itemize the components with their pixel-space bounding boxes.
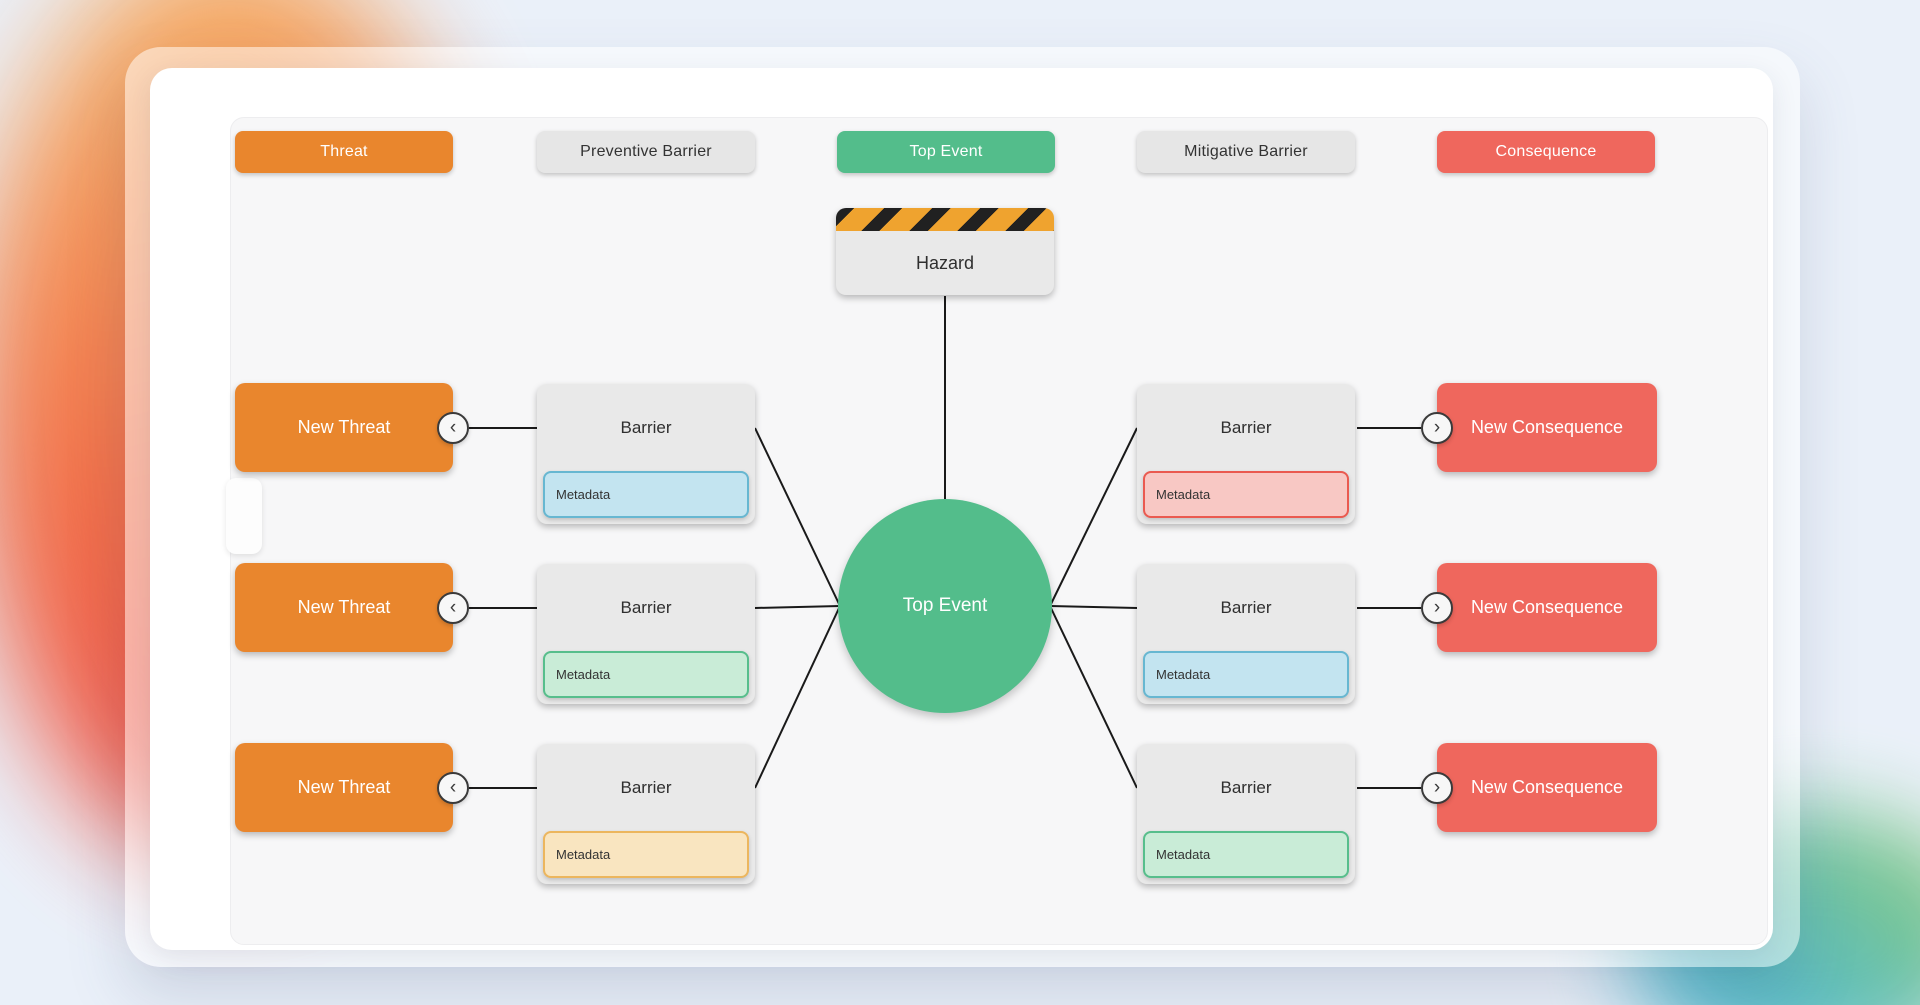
threat-node[interactable]: New Threat — [235, 383, 453, 472]
metadata-tag[interactable]: Metadata — [1143, 831, 1349, 878]
metadata-tag[interactable]: Metadata — [543, 651, 749, 698]
consequence-link-badge[interactable]: › — [1421, 412, 1453, 444]
consequence-link-badge[interactable]: › — [1421, 772, 1453, 804]
threat-label: New Threat — [297, 417, 391, 437]
metadata-label: Metadata — [556, 847, 611, 862]
metadata-tag[interactable]: Metadata — [1143, 651, 1349, 698]
hazard-stripes-icon — [836, 208, 1054, 231]
consequence-label: New Consequence — [1470, 417, 1624, 437]
chevron-right-icon: › — [1433, 596, 1441, 618]
metadata-label: Metadata — [1156, 667, 1211, 682]
metadata-label: Metadata — [556, 487, 611, 502]
chevron-right-icon: › — [1433, 776, 1441, 798]
metadata-label: Metadata — [556, 667, 611, 682]
consequence-link-badge[interactable]: › — [1421, 592, 1453, 624]
mitigative-barrier-node[interactable]: Barrier Metadata — [1137, 564, 1355, 704]
metadata-tag[interactable]: Metadata — [543, 471, 749, 518]
threat-label: New Threat — [297, 597, 391, 617]
palette-preventive-barrier-label: Preventive Barrier — [580, 143, 712, 160]
palette-mitigative-barrier-button[interactable]: Mitigative Barrier — [1137, 131, 1355, 173]
preventive-barrier-node[interactable]: Barrier Metadata — [537, 744, 755, 884]
chevron-right-icon: › — [1433, 416, 1441, 438]
collapsed-panel-tab[interactable] — [226, 478, 262, 554]
mitigative-barrier-node[interactable]: Barrier Metadata — [1137, 744, 1355, 884]
chevron-left-icon: ‹ — [449, 416, 457, 438]
barrier-label: Barrier — [1220, 598, 1272, 617]
metadata-label: Metadata — [1156, 487, 1211, 502]
barrier-label: Barrier — [620, 598, 672, 617]
barrier-label: Barrier — [620, 418, 672, 437]
palette-top-event-label: Top Event — [909, 143, 983, 160]
threat-node[interactable]: New Threat — [235, 743, 453, 832]
metadata-tag[interactable]: Metadata — [543, 831, 749, 878]
palette-threat-label: Threat — [320, 143, 368, 160]
barrier-label: Barrier — [620, 778, 672, 797]
consequence-label: New Consequence — [1470, 597, 1624, 617]
palette-consequence-button[interactable]: Consequence — [1437, 131, 1655, 173]
barrier-label: Barrier — [1220, 778, 1272, 797]
threat-node[interactable]: New Threat — [235, 563, 453, 652]
threat-link-badge[interactable]: ‹ — [437, 772, 469, 804]
consequence-node[interactable]: New Consequence — [1437, 743, 1657, 832]
barrier-label: Barrier — [1220, 418, 1272, 437]
consequence-label: New Consequence — [1470, 777, 1624, 797]
palette-threat-button[interactable]: Threat — [235, 131, 453, 173]
chevron-left-icon: ‹ — [449, 596, 457, 618]
metadata-label: Metadata — [1156, 847, 1211, 862]
palette-top-event-button[interactable]: Top Event — [837, 131, 1055, 173]
hazard-label: Hazard — [915, 252, 975, 273]
top-event-label: Top Event — [902, 595, 988, 616]
palette-mitigative-barrier-label: Mitigative Barrier — [1184, 143, 1308, 160]
consequence-node[interactable]: New Consequence — [1437, 383, 1657, 472]
palette-preventive-barrier-button[interactable]: Preventive Barrier — [537, 131, 755, 173]
threat-link-badge[interactable]: ‹ — [437, 592, 469, 624]
threat-label: New Threat — [297, 777, 391, 797]
hazard-node[interactable]: Hazard — [836, 208, 1054, 295]
consequence-node[interactable]: New Consequence — [1437, 563, 1657, 652]
threat-link-badge[interactable]: ‹ — [437, 412, 469, 444]
preventive-barrier-node[interactable]: Barrier Metadata — [537, 564, 755, 704]
preventive-barrier-node[interactable]: Barrier Metadata — [537, 384, 755, 524]
mitigative-barrier-node[interactable]: Barrier Metadata — [1137, 384, 1355, 524]
palette-consequence-label: Consequence — [1495, 143, 1597, 160]
top-event-node[interactable]: Top Event — [838, 499, 1052, 713]
chevron-left-icon: ‹ — [449, 776, 457, 798]
metadata-tag[interactable]: Metadata — [1143, 471, 1349, 518]
